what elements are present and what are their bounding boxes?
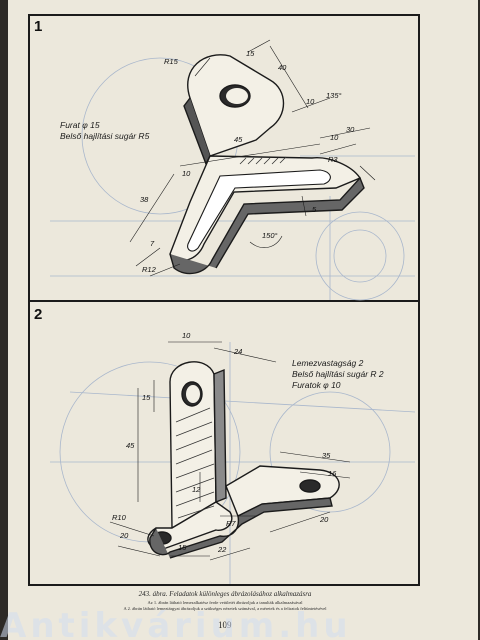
dim2-r7: R7: [226, 519, 236, 528]
ghost-lines-2: [50, 342, 416, 584]
dim2-15: 15: [142, 393, 151, 402]
dim-10a: 10: [306, 97, 315, 106]
slot-thickness: [169, 176, 365, 275]
dim-5: 5: [312, 205, 317, 214]
dim-r15: R15: [164, 57, 179, 66]
dim2-20a: 20: [119, 531, 129, 540]
dim-r3: R3: [328, 155, 338, 164]
dim-40: 40: [278, 63, 287, 72]
dimension-lines: [129, 39, 376, 277]
hole-lower-right: [299, 479, 321, 493]
dim2-24: 24: [233, 347, 242, 356]
book-page: 1: [8, 0, 478, 640]
dim2-22: 22: [217, 545, 227, 554]
dim-38: 38: [140, 195, 149, 204]
dim2-16: 16: [328, 469, 337, 478]
dim-45: 45: [234, 135, 243, 144]
note-bend-radius-2: Belső hajlítási sugár R 2: [292, 369, 384, 379]
dim-30: 30: [346, 125, 355, 134]
dim-15: 15: [246, 49, 255, 58]
dim-7: 7: [150, 239, 155, 248]
slot-opening: [187, 169, 331, 252]
bend-hatch: [239, 156, 287, 165]
dim-r12: R12: [142, 265, 157, 274]
dim-150deg: 150°: [262, 231, 278, 240]
figure-caption-title: 243. ábra. Feladatok különleges ábrázolá…: [138, 590, 312, 598]
watermark: Antikvárium.hu: [0, 606, 352, 640]
dim-10c: 10: [182, 169, 191, 178]
figure-1-number: 1: [34, 18, 43, 35]
base-thickness: [149, 497, 333, 559]
dim2-45: 45: [126, 441, 135, 450]
figure-1-notes: Furat φ 15 Belső hajlítási sugár R5: [60, 120, 149, 142]
figure-1-drawing: R15 15 40 10 135° 45 10 30 R3 10 38 7 R1…: [50, 39, 415, 301]
plate-hatch: [175, 407, 215, 519]
dim-135deg: 135°: [326, 91, 342, 100]
note-hole-diameter: Furat φ 15: [60, 120, 100, 130]
dim2-10: 10: [182, 331, 191, 340]
dim2-12: 12: [192, 485, 201, 494]
page-number: 109: [218, 620, 232, 630]
dim2-r10: R10: [112, 513, 127, 522]
dim2-20b: 20: [319, 515, 329, 524]
dim-10b: 10: [330, 133, 339, 142]
dim2-35: 35: [322, 451, 331, 460]
note-holes: Furatok φ 10: [292, 380, 341, 390]
vertical-plate-side: [213, 368, 227, 504]
figure-2-drawing: 10 24 15 45 35 16 12 R10 R7 20 15 22 20: [50, 331, 416, 584]
figure-2-notes: Lemezvastagság 2 Belső hajlítási sugár R…: [292, 358, 384, 391]
figure-caption-line-2: A 2. ábrán látható lemeztárgyat ábrázolj…: [123, 606, 327, 611]
dimension-lines-2: [109, 341, 351, 561]
dim2-15b: 15: [178, 543, 187, 552]
figure-caption-line-1: Az 1. ábrán látható lemezalkatész ferde …: [147, 600, 303, 605]
panel-divider: [28, 300, 420, 302]
note-bend-radius: Belső hajlítási sugár R5: [60, 131, 150, 141]
note-sheet-thickness: Lemezvastagság 2: [292, 358, 364, 368]
figure-2-number: 2: [34, 306, 43, 323]
